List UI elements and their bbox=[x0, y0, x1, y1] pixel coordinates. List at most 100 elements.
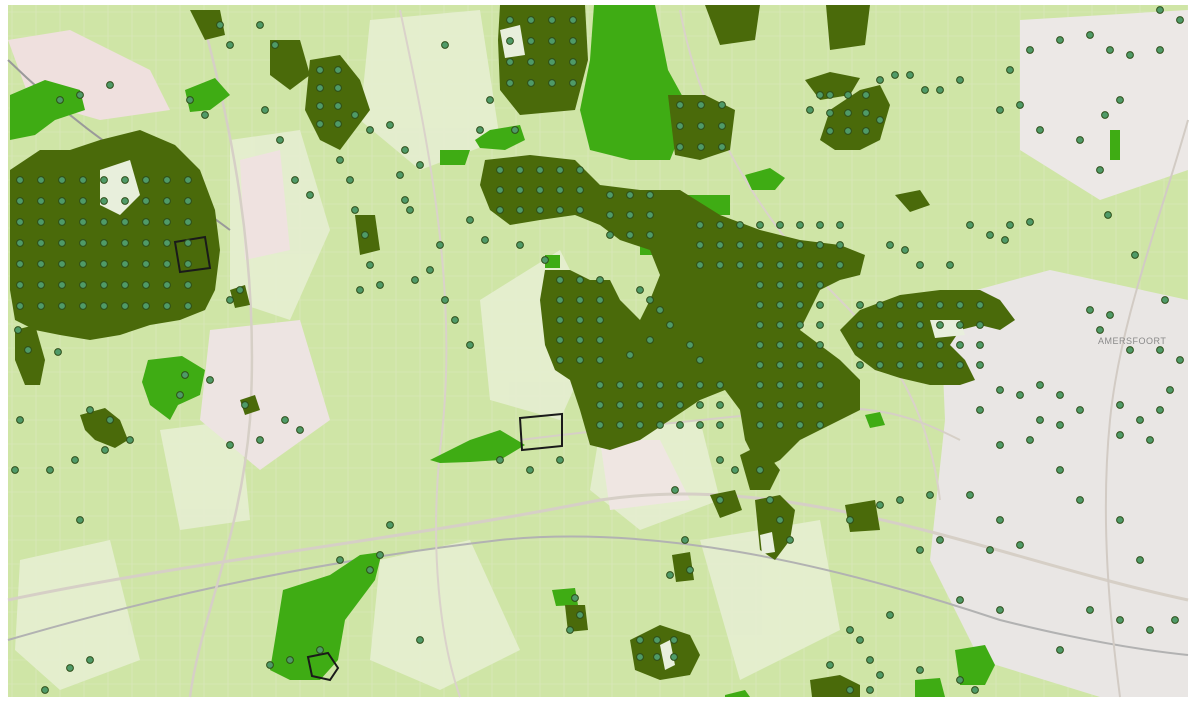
circle-marker-icon[interactable] bbox=[121, 281, 129, 289]
circle-marker-icon[interactable] bbox=[636, 421, 644, 429]
circle-marker-icon[interactable] bbox=[576, 356, 584, 364]
circle-marker-icon[interactable] bbox=[956, 301, 964, 309]
circle-marker-icon[interactable] bbox=[163, 239, 171, 247]
circle-marker-icon[interactable] bbox=[441, 41, 449, 49]
circle-marker-icon[interactable] bbox=[616, 421, 624, 429]
circle-marker-icon[interactable] bbox=[142, 239, 150, 247]
circle-marker-icon[interactable] bbox=[1161, 296, 1169, 304]
circle-marker-icon[interactable] bbox=[184, 218, 192, 226]
circle-marker-icon[interactable] bbox=[576, 316, 584, 324]
circle-marker-icon[interactable] bbox=[16, 239, 24, 247]
circle-marker-icon[interactable] bbox=[636, 653, 644, 661]
circle-marker-icon[interactable] bbox=[896, 321, 904, 329]
circle-marker-icon[interactable] bbox=[1016, 391, 1024, 399]
circle-marker-icon[interactable] bbox=[1016, 541, 1024, 549]
circle-marker-icon[interactable] bbox=[1106, 46, 1114, 54]
circle-marker-icon[interactable] bbox=[876, 671, 884, 679]
circle-marker-icon[interactable] bbox=[121, 197, 129, 205]
circle-marker-icon[interactable] bbox=[826, 91, 834, 99]
circle-marker-icon[interactable] bbox=[846, 626, 854, 634]
circle-marker-icon[interactable] bbox=[481, 236, 489, 244]
circle-marker-icon[interactable] bbox=[411, 276, 419, 284]
circle-marker-icon[interactable] bbox=[511, 126, 519, 134]
circle-marker-icon[interactable] bbox=[226, 441, 234, 449]
circle-marker-icon[interactable] bbox=[596, 356, 604, 364]
circle-marker-icon[interactable] bbox=[76, 91, 84, 99]
circle-marker-icon[interactable] bbox=[626, 191, 634, 199]
circle-marker-icon[interactable] bbox=[266, 661, 274, 669]
circle-marker-icon[interactable] bbox=[796, 221, 804, 229]
circle-marker-icon[interactable] bbox=[796, 341, 804, 349]
circle-marker-icon[interactable] bbox=[86, 656, 94, 664]
circle-marker-icon[interactable] bbox=[756, 301, 764, 309]
circle-marker-icon[interactable] bbox=[676, 143, 684, 151]
circle-marker-icon[interactable] bbox=[276, 136, 284, 144]
circle-marker-icon[interactable] bbox=[336, 556, 344, 564]
circle-marker-icon[interactable] bbox=[576, 276, 584, 284]
circle-marker-icon[interactable] bbox=[796, 401, 804, 409]
circle-marker-icon[interactable] bbox=[1156, 346, 1164, 354]
circle-marker-icon[interactable] bbox=[506, 16, 514, 24]
circle-marker-icon[interactable] bbox=[906, 71, 914, 79]
circle-marker-icon[interactable] bbox=[100, 260, 108, 268]
circle-marker-icon[interactable] bbox=[346, 176, 354, 184]
circle-marker-icon[interactable] bbox=[996, 386, 1004, 394]
circle-marker-icon[interactable] bbox=[1166, 386, 1174, 394]
circle-marker-icon[interactable] bbox=[1176, 356, 1184, 364]
circle-marker-icon[interactable] bbox=[936, 341, 944, 349]
circle-marker-icon[interactable] bbox=[1036, 126, 1044, 134]
circle-marker-icon[interactable] bbox=[846, 686, 854, 694]
circle-marker-icon[interactable] bbox=[796, 301, 804, 309]
circle-marker-icon[interactable] bbox=[1156, 406, 1164, 414]
circle-marker-icon[interactable] bbox=[516, 241, 524, 249]
circle-marker-icon[interactable] bbox=[646, 231, 654, 239]
circle-marker-icon[interactable] bbox=[406, 206, 414, 214]
circle-marker-icon[interactable] bbox=[616, 401, 624, 409]
circle-marker-icon[interactable] bbox=[676, 101, 684, 109]
circle-marker-icon[interactable] bbox=[776, 361, 784, 369]
circle-marker-icon[interactable] bbox=[548, 58, 556, 66]
circle-marker-icon[interactable] bbox=[976, 301, 984, 309]
circle-marker-icon[interactable] bbox=[896, 361, 904, 369]
circle-marker-icon[interactable] bbox=[656, 381, 664, 389]
circle-marker-icon[interactable] bbox=[696, 241, 704, 249]
circle-marker-icon[interactable] bbox=[1056, 421, 1064, 429]
circle-marker-icon[interactable] bbox=[548, 79, 556, 87]
circle-marker-icon[interactable] bbox=[716, 221, 724, 229]
circle-marker-icon[interactable] bbox=[896, 496, 904, 504]
circle-marker-icon[interactable] bbox=[856, 301, 864, 309]
circle-marker-icon[interactable] bbox=[736, 221, 744, 229]
circle-marker-icon[interactable] bbox=[256, 21, 264, 29]
circle-marker-icon[interactable] bbox=[476, 126, 484, 134]
circle-marker-icon[interactable] bbox=[163, 197, 171, 205]
circle-marker-icon[interactable] bbox=[516, 206, 524, 214]
circle-marker-icon[interactable] bbox=[79, 281, 87, 289]
circle-marker-icon[interactable] bbox=[786, 536, 794, 544]
circle-marker-icon[interactable] bbox=[58, 302, 66, 310]
circle-marker-icon[interactable] bbox=[106, 81, 114, 89]
circle-marker-icon[interactable] bbox=[670, 653, 678, 661]
circle-marker-icon[interactable] bbox=[1136, 416, 1144, 424]
circle-marker-icon[interactable] bbox=[1096, 326, 1104, 334]
circle-marker-icon[interactable] bbox=[569, 37, 577, 45]
circle-marker-icon[interactable] bbox=[1026, 46, 1034, 54]
circle-marker-icon[interactable] bbox=[816, 421, 824, 429]
circle-marker-icon[interactable] bbox=[636, 401, 644, 409]
circle-marker-icon[interactable] bbox=[496, 206, 504, 214]
circle-marker-icon[interactable] bbox=[569, 58, 577, 66]
circle-marker-icon[interactable] bbox=[526, 466, 534, 474]
circle-marker-icon[interactable] bbox=[466, 341, 474, 349]
circle-marker-icon[interactable] bbox=[37, 176, 45, 184]
circle-marker-icon[interactable] bbox=[106, 416, 114, 424]
circle-marker-icon[interactable] bbox=[776, 221, 784, 229]
circle-marker-icon[interactable] bbox=[576, 611, 584, 619]
circle-marker-icon[interactable] bbox=[16, 176, 24, 184]
circle-marker-icon[interactable] bbox=[79, 239, 87, 247]
circle-marker-icon[interactable] bbox=[386, 521, 394, 529]
circle-marker-icon[interactable] bbox=[718, 122, 726, 130]
circle-marker-icon[interactable] bbox=[1076, 406, 1084, 414]
circle-marker-icon[interactable] bbox=[776, 516, 784, 524]
circle-marker-icon[interactable] bbox=[806, 106, 814, 114]
circle-marker-icon[interactable] bbox=[596, 296, 604, 304]
circle-marker-icon[interactable] bbox=[1086, 606, 1094, 614]
